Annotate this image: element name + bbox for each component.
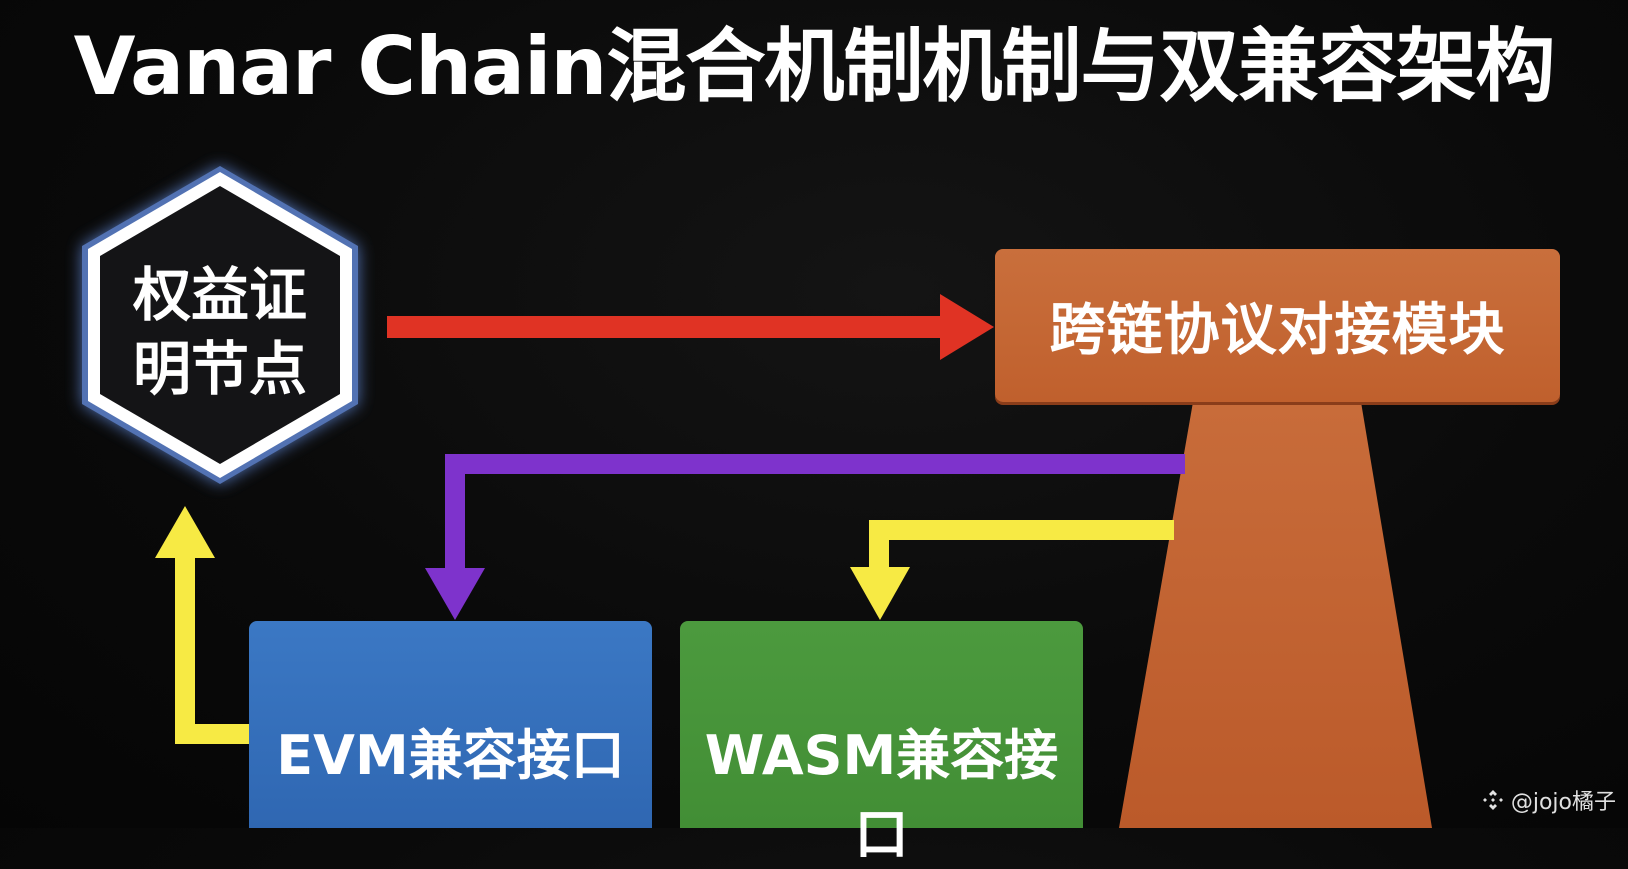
watermark: @jojo橘子: [1481, 784, 1616, 816]
cross-chain-module: 跨链协议对接模块: [995, 249, 1560, 402]
arrow-pos-to-crosschain: [387, 294, 994, 360]
pos-node-label-line1: 权益证: [132, 261, 307, 329]
evm-interface-label: EVM兼容接口: [276, 724, 625, 787]
binance-logo-icon: [1482, 790, 1503, 810]
wasm-interface-label: WASM兼容接口: [704, 724, 1059, 866]
pos-node-label-line2: 明节点: [132, 335, 307, 403]
page-title: Vanar Chain混合机制机制与双兼容架构: [73, 20, 1556, 113]
cross-chain-pedestal: [1119, 402, 1432, 828]
diagram-canvas: [82, 166, 1432, 828]
cross-chain-module-label: 跨链协议对接模块: [1049, 298, 1506, 363]
pos-node-label: 权益证 明节点: [110, 258, 330, 406]
pos-node-hexagon: [82, 166, 358, 484]
arrow-evm-to-pos: [155, 506, 250, 744]
arrow-crosschain-to-wasm: [850, 520, 1174, 620]
watermark-text: @jojo橘子: [1510, 790, 1616, 815]
evm-interface-box: EVM兼容接口: [249, 621, 652, 828]
wasm-interface-box: WASM兼容接口: [680, 621, 1083, 866]
arrow-crosschain-to-evm: [425, 454, 1185, 620]
